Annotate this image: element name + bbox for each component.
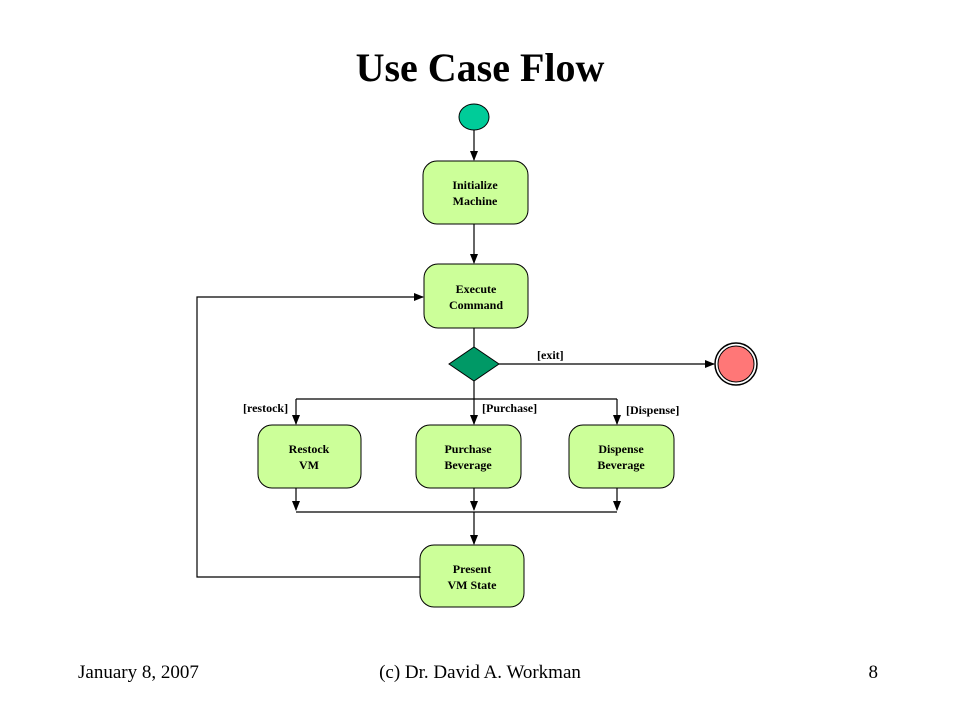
present-label-line1: Present — [453, 562, 491, 576]
guard-exit: [exit] — [537, 348, 564, 362]
execute-label-line1: Execute — [456, 282, 497, 296]
execute-label-line2: Command — [449, 298, 503, 312]
restock-label-line2: VM — [299, 458, 319, 472]
slide-title: Use Case Flow — [355, 45, 605, 90]
activity-initialize-machine: Initialize Machine — [422, 160, 529, 225]
activity-present-vm-state: Present VM State — [419, 544, 525, 608]
restock-label-line1: Restock — [289, 442, 330, 456]
present-label-line2: VM State — [448, 578, 498, 592]
end-node — [714, 342, 758, 386]
purchase-label-line1: Purchase — [444, 442, 492, 456]
footer-date: January 8, 2007 — [78, 662, 199, 683]
activity-restock-vm: Restock VM — [257, 424, 362, 489]
purchase-label-line2: Beverage — [444, 458, 492, 472]
initialize-label-line2: Machine — [453, 194, 498, 208]
edge-loop-present-execute — [196, 293, 424, 578]
initialize-label-line1: Initialize — [452, 178, 498, 192]
decision-node — [448, 346, 500, 382]
dispense-label-line1: Dispense — [598, 442, 644, 456]
activity-execute-command: Execute Command — [423, 263, 529, 329]
guard-restock: [restock] — [243, 401, 288, 415]
activity-purchase-beverage: Purchase Beverage — [415, 424, 522, 489]
activity-dispense-beverage: Dispense Beverage — [568, 424, 675, 489]
footer-page-number: 8 — [868, 662, 879, 683]
guard-purchase: [Purchase] — [482, 401, 537, 415]
dispense-label-line2: Beverage — [597, 458, 645, 472]
start-node — [458, 103, 490, 131]
footer-author: (c) Dr. David A. Workman — [379, 662, 581, 683]
guard-dispense: [Dispense] — [626, 403, 679, 417]
